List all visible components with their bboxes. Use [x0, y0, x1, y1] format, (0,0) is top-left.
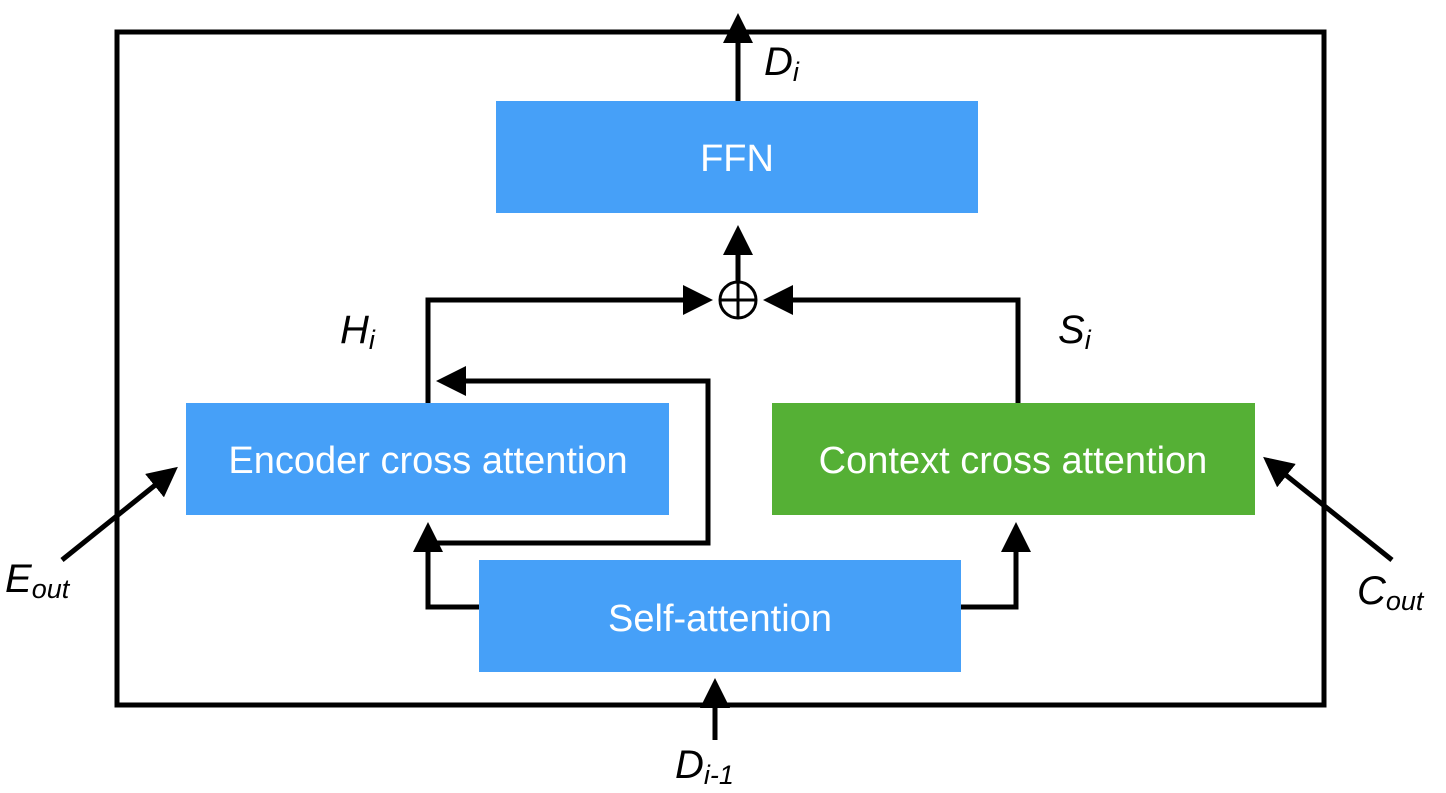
label-h-i: Hi [340, 308, 376, 355]
context-cross-attention-box-shape [772, 403, 1255, 515]
encoder-cross-attention-box-shape [186, 403, 669, 515]
label-d-i: Di [764, 40, 800, 87]
context-cross-attention-box: Context cross attention [772, 403, 1255, 515]
encoder-residual-arrow [428, 366, 711, 546]
label-e-out: Eout [5, 557, 71, 604]
self-attention-box-shape [479, 560, 961, 672]
c-out-arrow [1263, 456, 1394, 562]
encoder-cross-attention-label: Encoder cross attention [228, 440, 627, 482]
label-s-i: Si [1058, 308, 1092, 355]
h-to-sum-arrow [425, 285, 713, 403]
ffn-box-label: FFN [700, 138, 774, 180]
label-d-i-minus-1: Di-1 [675, 743, 734, 790]
encoder-cross-attention-box: Encoder cross attention [186, 403, 669, 515]
s-to-sum-arrow [763, 285, 1021, 403]
circle-plus-icon [718, 280, 758, 320]
ffn-box-shape [496, 101, 978, 213]
ffn-box: FFN [496, 101, 978, 213]
e-out-arrow [60, 466, 178, 562]
self-to-encoder-arrow [413, 522, 479, 610]
self-attention-label: Self-attention [608, 598, 832, 640]
context-cross-attention-label: Context cross attention [819, 440, 1208, 482]
self-attention-box: Self-attention [479, 560, 961, 672]
self-to-context-arrow [961, 522, 1031, 610]
label-c-out: Cout [1357, 569, 1425, 616]
